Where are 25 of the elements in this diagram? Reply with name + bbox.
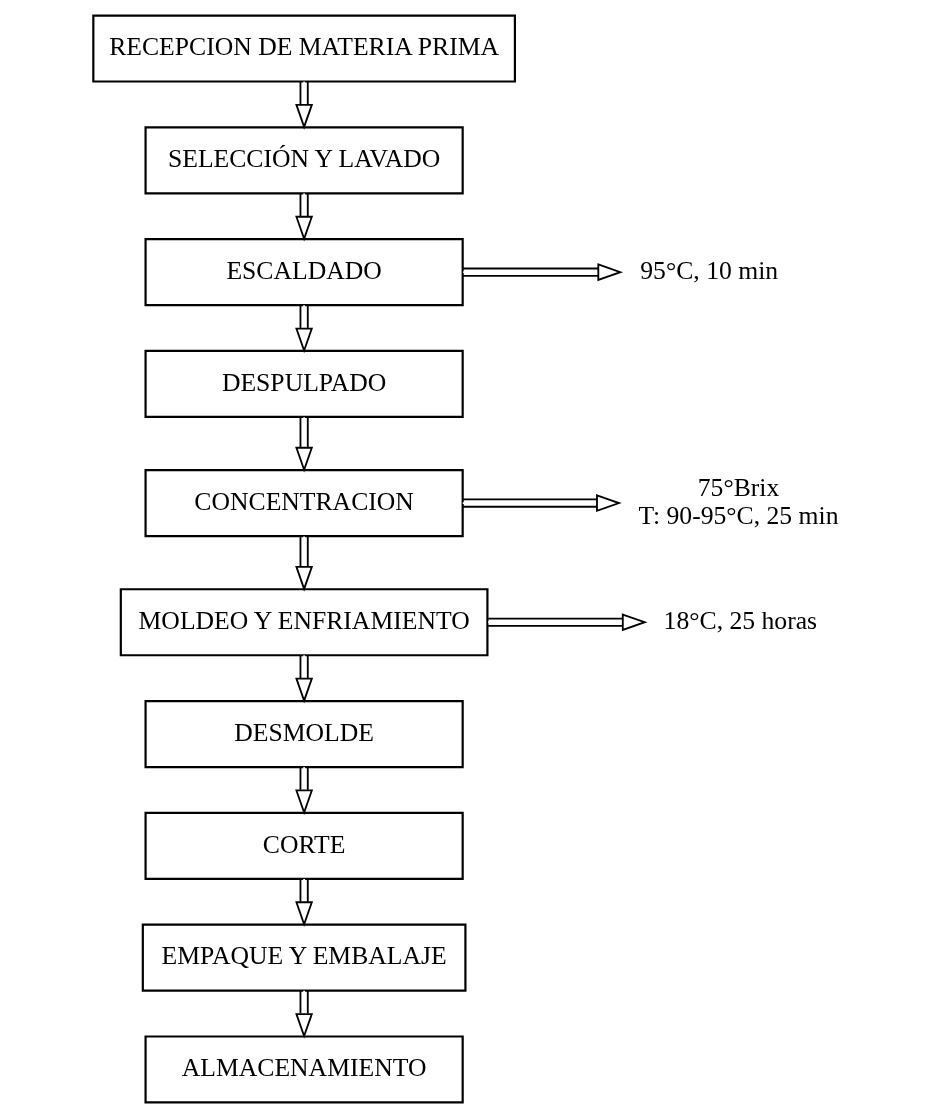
node-box: MOLDEO Y ENFRIAMIENTO xyxy=(119,588,489,657)
arrow xyxy=(295,989,314,1039)
node-box: CORTE xyxy=(144,811,464,880)
arrow xyxy=(295,416,314,473)
arrow xyxy=(295,192,314,242)
node-box: EMPAQUE Y EMBALAJE xyxy=(141,923,467,992)
arrow xyxy=(295,654,314,704)
arrow xyxy=(295,80,314,130)
node-text: 18°C, 25 horas xyxy=(663,606,818,636)
arrow xyxy=(295,304,314,354)
node-box: CONCENTRACION xyxy=(144,469,464,538)
arrow xyxy=(295,535,314,592)
node-box: DESMOLDE xyxy=(144,699,464,769)
arrow xyxy=(487,613,648,632)
node-text: 75°Brix T: 90-95°C, 25 min xyxy=(638,473,839,530)
node-box: SELECCIÓN Y LAVADO xyxy=(144,126,464,195)
node-text: 95°C, 10 min xyxy=(640,255,779,285)
node-box: ALMACENAMIENTO xyxy=(144,1035,464,1104)
arrow xyxy=(295,878,314,927)
arrow xyxy=(461,494,622,513)
arrow xyxy=(295,766,314,816)
node-box: ESCALDADO xyxy=(144,238,464,307)
node-box: DESPULPADO xyxy=(144,349,464,419)
node-box: RECEPCION DE MATERIA PRIMA xyxy=(92,14,516,83)
arrow xyxy=(462,263,624,282)
